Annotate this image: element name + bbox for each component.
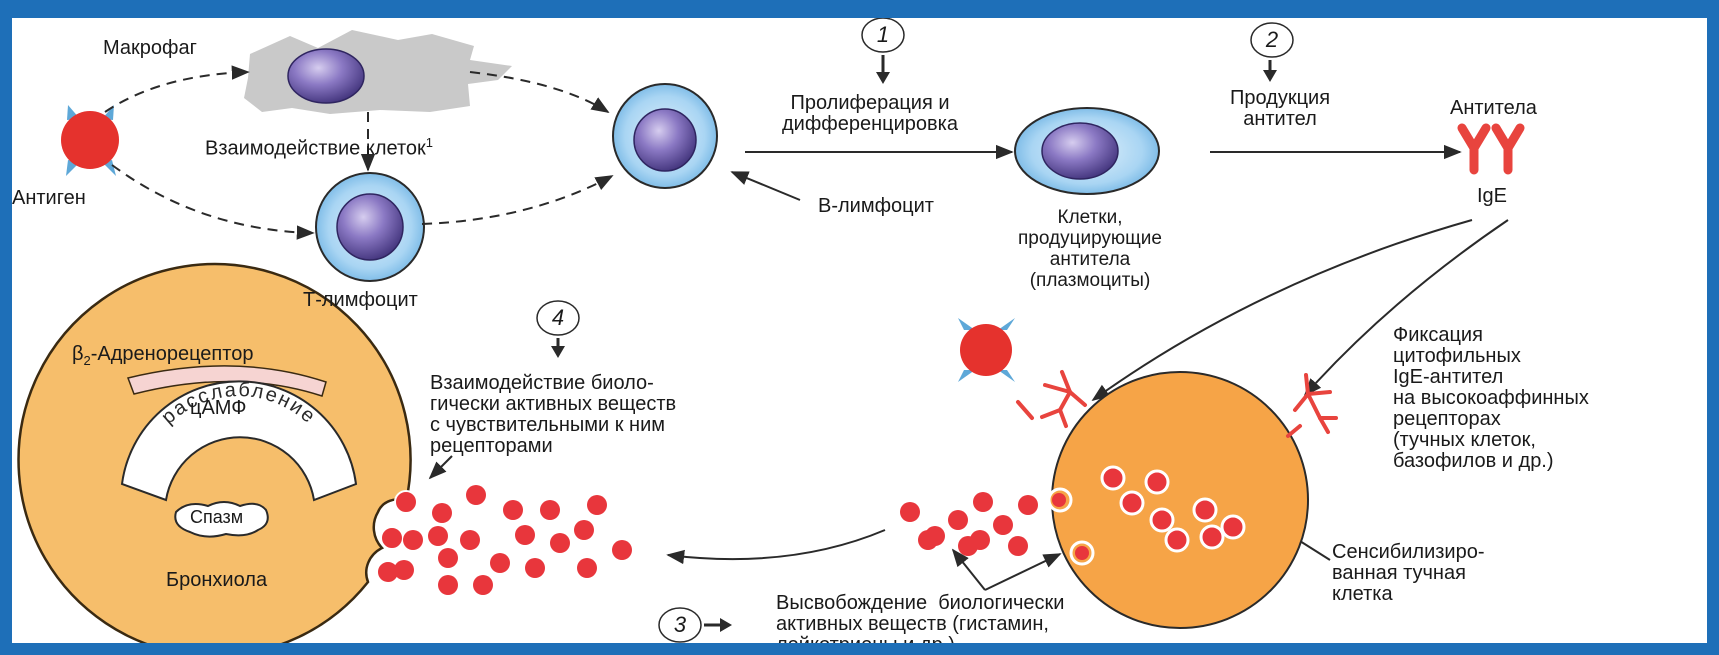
- ige-label: IgE: [1477, 186, 1507, 207]
- sensitized-mast-cell-label: Сенсибилизиро- ванная тучная клетка: [1332, 542, 1485, 605]
- antibody-production-label: Продукция антител: [1180, 88, 1380, 130]
- active-substances: [394, 485, 632, 595]
- antibodies-label: Антитела: [1450, 98, 1537, 119]
- plasma-cells-label: Клетки, продуцирующие антитела (плазмоци…: [990, 207, 1190, 291]
- solid-arrows: [240, 152, 1508, 590]
- cell-interaction-label: Взаимодействие клеток1: [205, 132, 433, 160]
- proliferation-label: Пролиферация и дифференцировка: [740, 93, 1000, 135]
- antigen-cell: [61, 105, 119, 176]
- spasm-label: Спазм: [190, 507, 243, 528]
- step-4-number: 4: [540, 305, 576, 331]
- step-2-number: 2: [1254, 27, 1290, 53]
- bav-interaction-label: Взаимодействие биоло- гически активных в…: [430, 373, 676, 457]
- release-bav-label: Высвобождение биологически активных веще…: [776, 593, 1064, 655]
- macrophage-label: Макрофаг: [103, 38, 197, 59]
- t-lymphocyte-cell: [316, 173, 424, 281]
- step-1-number: 1: [865, 22, 901, 48]
- antibody-icon: [1462, 128, 1520, 170]
- fixation-label: Фиксация цитофильных IgE-антител на высо…: [1393, 325, 1589, 472]
- step-3-number: 3: [662, 612, 698, 638]
- antigen-label: Антиген: [12, 188, 86, 209]
- t-lymphocyte-label: Т-лимфоцит: [303, 290, 418, 311]
- plasma-cell: [1015, 108, 1159, 194]
- antigen-bound: [958, 318, 1015, 382]
- camp-label: цАМФ: [190, 398, 246, 419]
- bronchiole-label: Бронхиола: [166, 570, 267, 591]
- bronchiole-cell: [19, 264, 417, 655]
- released-mediators: [900, 492, 1038, 556]
- b2-receptor-label: β2-Адренорецептор: [72, 344, 253, 371]
- mast-cell: [1049, 372, 1308, 628]
- b-lymphocyte-cell: [613, 84, 717, 188]
- b-lymphocyte-label: В-лимфоцит: [818, 196, 934, 217]
